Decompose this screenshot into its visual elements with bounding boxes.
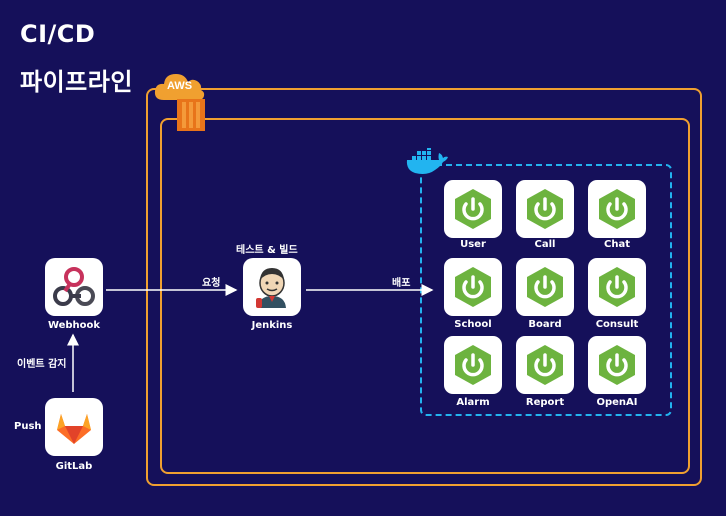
service-label: Call xyxy=(534,239,556,250)
service-label: Consult xyxy=(595,319,639,330)
aws-cloud-icon xyxy=(154,74,205,100)
service-report-tile xyxy=(516,336,574,394)
jenkins-label: Jenkins xyxy=(251,320,293,331)
webhook-node xyxy=(45,258,103,316)
event-detect-label: 이벤트 감지 xyxy=(17,359,67,370)
gitlab-node xyxy=(45,398,103,456)
service-consult-tile xyxy=(588,258,646,316)
spring-icon xyxy=(599,267,635,307)
aws-label: AWS xyxy=(167,80,193,92)
service-label: User xyxy=(460,239,486,250)
page-subtitle: 파이프라인 xyxy=(20,68,133,96)
service-board-tile xyxy=(516,258,574,316)
ec2-instance-box xyxy=(160,118,690,474)
ec2-icon xyxy=(177,99,205,131)
service-label: School xyxy=(454,319,492,330)
service-call-tile xyxy=(516,180,574,238)
spring-icon xyxy=(455,345,491,385)
service-label: Report xyxy=(525,397,565,408)
service-openai-tile xyxy=(588,336,646,394)
spring-icon xyxy=(599,189,635,229)
spring-icon xyxy=(527,345,563,385)
gitlab-icon xyxy=(57,414,91,444)
spring-icon xyxy=(527,267,563,307)
docker-whale-icon xyxy=(406,148,448,174)
service-label: Board xyxy=(528,319,562,330)
test-build-label: 테스트 & 빌드 xyxy=(236,245,298,256)
service-label: Chat xyxy=(604,239,630,250)
spring-icon xyxy=(599,345,635,385)
service-user-tile xyxy=(444,180,502,238)
jenkins-node xyxy=(243,258,301,316)
aws-region-box xyxy=(146,88,702,486)
service-alarm-tile xyxy=(444,336,502,394)
push-label: Push xyxy=(14,421,42,432)
service-label: OpenAI xyxy=(596,397,638,408)
gitlab-label: GitLab xyxy=(55,461,93,472)
webhook-label: Webhook xyxy=(47,320,101,331)
service-label: Alarm xyxy=(456,397,490,408)
spring-icon xyxy=(455,189,491,229)
request-label: 요청 xyxy=(202,278,221,289)
spring-icon xyxy=(455,267,491,307)
spring-icon xyxy=(527,189,563,229)
service-school-tile xyxy=(444,258,502,316)
webhook-icon xyxy=(53,267,95,306)
service-chat-tile xyxy=(588,180,646,238)
deploy-label: 배포 xyxy=(392,278,411,289)
page-title: CI/CD xyxy=(20,20,96,48)
jenkins-icon xyxy=(256,268,286,308)
